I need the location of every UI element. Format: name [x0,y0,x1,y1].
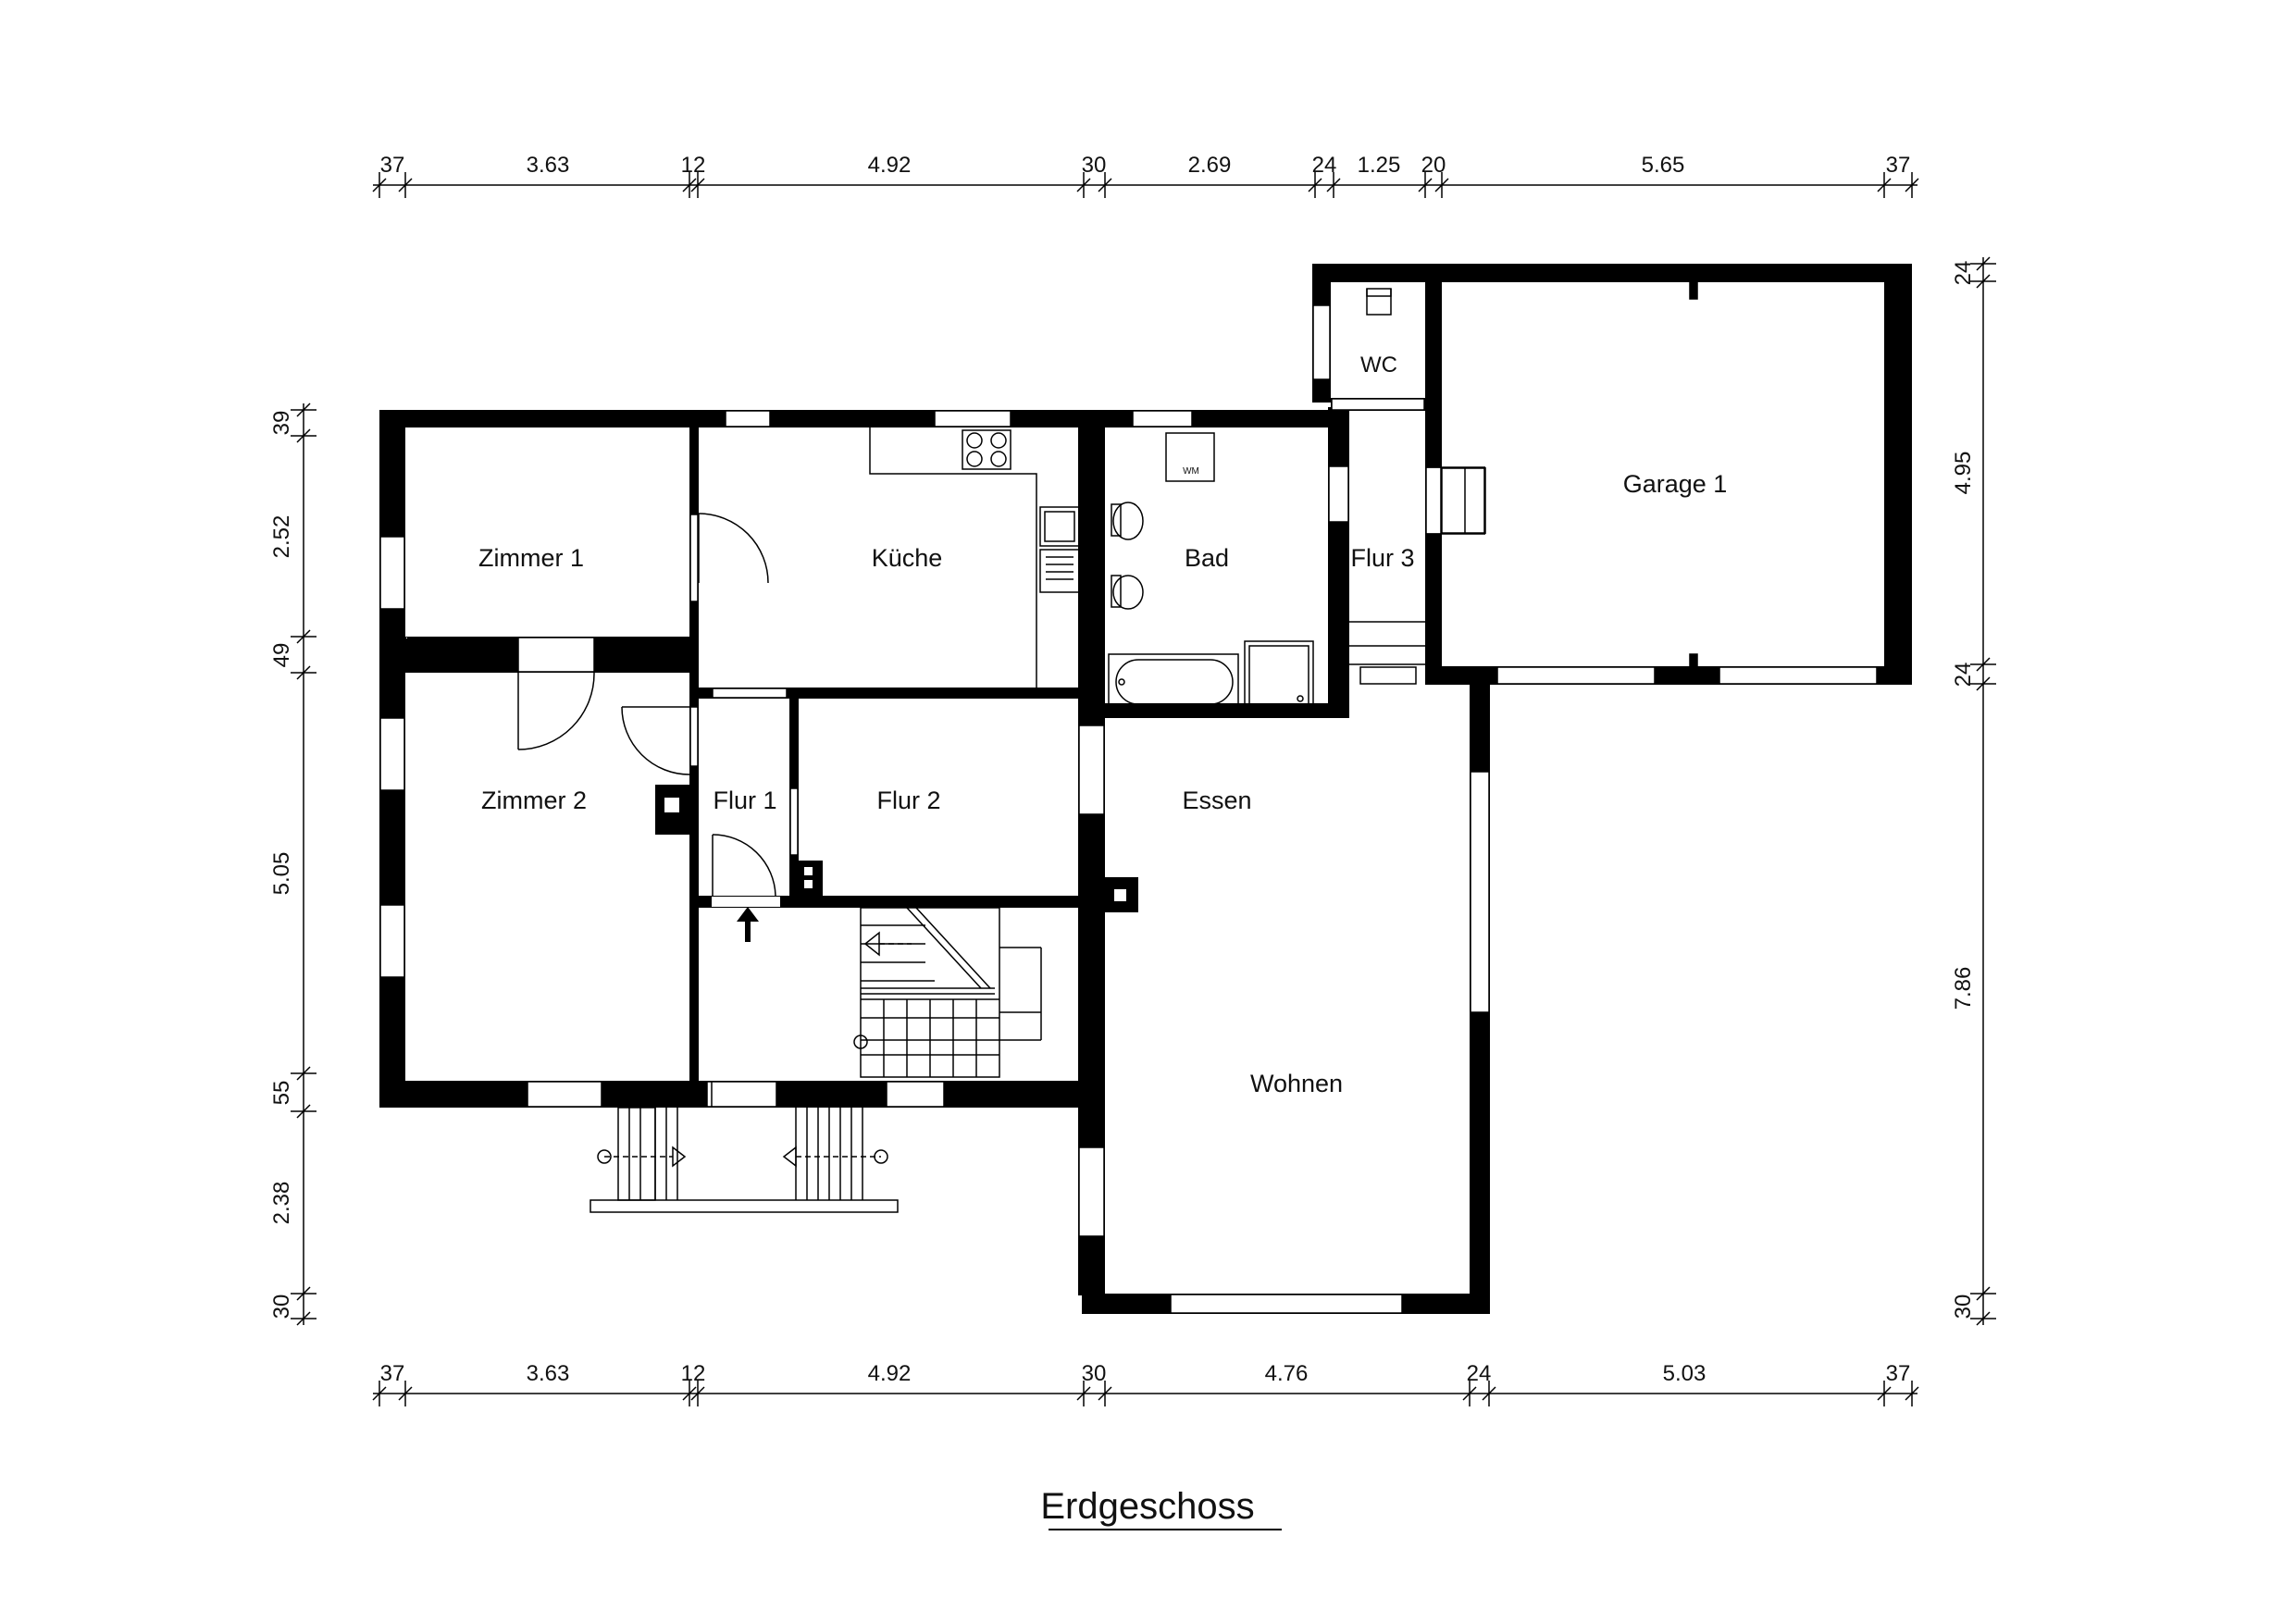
dim-top-8: 1.25 [1358,153,1401,178]
dim-bottom-2: 3.63 [527,1361,570,1386]
dim-left-4: 5.05 [269,852,294,896]
dimension-left: 39 2.52 49 5.05 55 2.38 30 [269,403,316,1326]
room-label-zimmer1: Zimmer 1 [478,544,584,572]
dimension-top: 37 3.63 12 4.92 30 2.69 24 1.25 20 5.65 … [372,153,1919,198]
dim-top-2: 3.63 [527,153,570,178]
washing-machine-label: WM [1183,466,1199,477]
dim-right-3: 24 [1951,663,1976,688]
dim-bottom-9: 37 [1886,1361,1911,1386]
dim-left-5: 55 [269,1081,294,1106]
dim-right-2: 4.95 [1951,452,1976,495]
kitchen-counter [869,427,1080,689]
dim-bottom-1: 37 [380,1361,405,1386]
door-swings [517,513,776,897]
dim-bottom-8: 5.03 [1663,1361,1706,1386]
interior-stairs [853,907,1042,1078]
dim-bottom-5: 30 [1082,1361,1107,1386]
chimney-details [664,798,1126,901]
plan-title-text: Erdgeschoss [1040,1486,1254,1527]
dim-bottom-4: 4.92 [868,1361,912,1386]
dim-top-11: 37 [1886,153,1911,178]
door-openings [406,399,1441,1107]
entrance-arrow-icon [737,907,759,942]
dimension-bottom: 37 3.63 12 4.92 30 4.76 24 5.03 37 [372,1361,1919,1406]
room-label-essen: Essen [1182,787,1251,814]
room-label-garage1: Garage 1 [1623,470,1728,498]
room-label-flur1: Flur 1 [713,787,776,814]
opening-lines [517,281,1698,1108]
entrance-steps [590,1107,899,1213]
garage-door-frame [1441,467,1485,534]
room-label-wohnen: Wohnen [1250,1070,1343,1097]
dim-left-2: 2.52 [269,515,294,559]
dim-top-4: 4.92 [868,153,912,178]
dim-left-7: 30 [269,1295,294,1319]
dim-top-6: 2.69 [1188,153,1232,178]
room-label-kueche: Küche [872,544,943,572]
dim-top-3: 12 [681,153,706,178]
dim-bottom-3: 12 [681,1361,706,1386]
wc-fixture [1366,288,1392,316]
room-labels: Zimmer 1 Küche Bad Flur 3 WC Garage 1 Zi… [478,353,1727,1097]
dim-right-4: 7.86 [1951,967,1976,1010]
dim-top-9: 20 [1421,153,1446,178]
dim-right-5: 30 [1951,1295,1976,1319]
dim-right-1: 24 [1951,261,1976,286]
windows [379,304,1878,1314]
dim-top-7: 24 [1312,153,1337,178]
plan-title: Erdgeschoss [1040,1486,1282,1530]
dim-top-1: 37 [380,153,405,178]
bathroom-fixtures [1108,432,1314,711]
dim-bottom-7: 24 [1467,1361,1492,1386]
dim-bottom-6: 4.76 [1265,1361,1309,1386]
dim-left-1: 39 [269,411,294,436]
dim-top-5: 30 [1082,153,1107,178]
flur3-stairs [1349,621,1425,665]
dim-top-10: 5.65 [1642,153,1685,178]
dim-left-6: 2.38 [269,1182,294,1225]
room-label-flur3: Flur 3 [1350,544,1414,572]
room-label-flur2: Flur 2 [876,787,940,814]
dimension-right: 24 4.95 24 7.86 30 [1951,256,1996,1326]
dim-left-3: 49 [269,643,294,668]
room-label-bad: Bad [1185,544,1229,572]
room-label-wc: WC [1360,353,1397,378]
room-label-zimmer2: Zimmer 2 [481,787,587,814]
